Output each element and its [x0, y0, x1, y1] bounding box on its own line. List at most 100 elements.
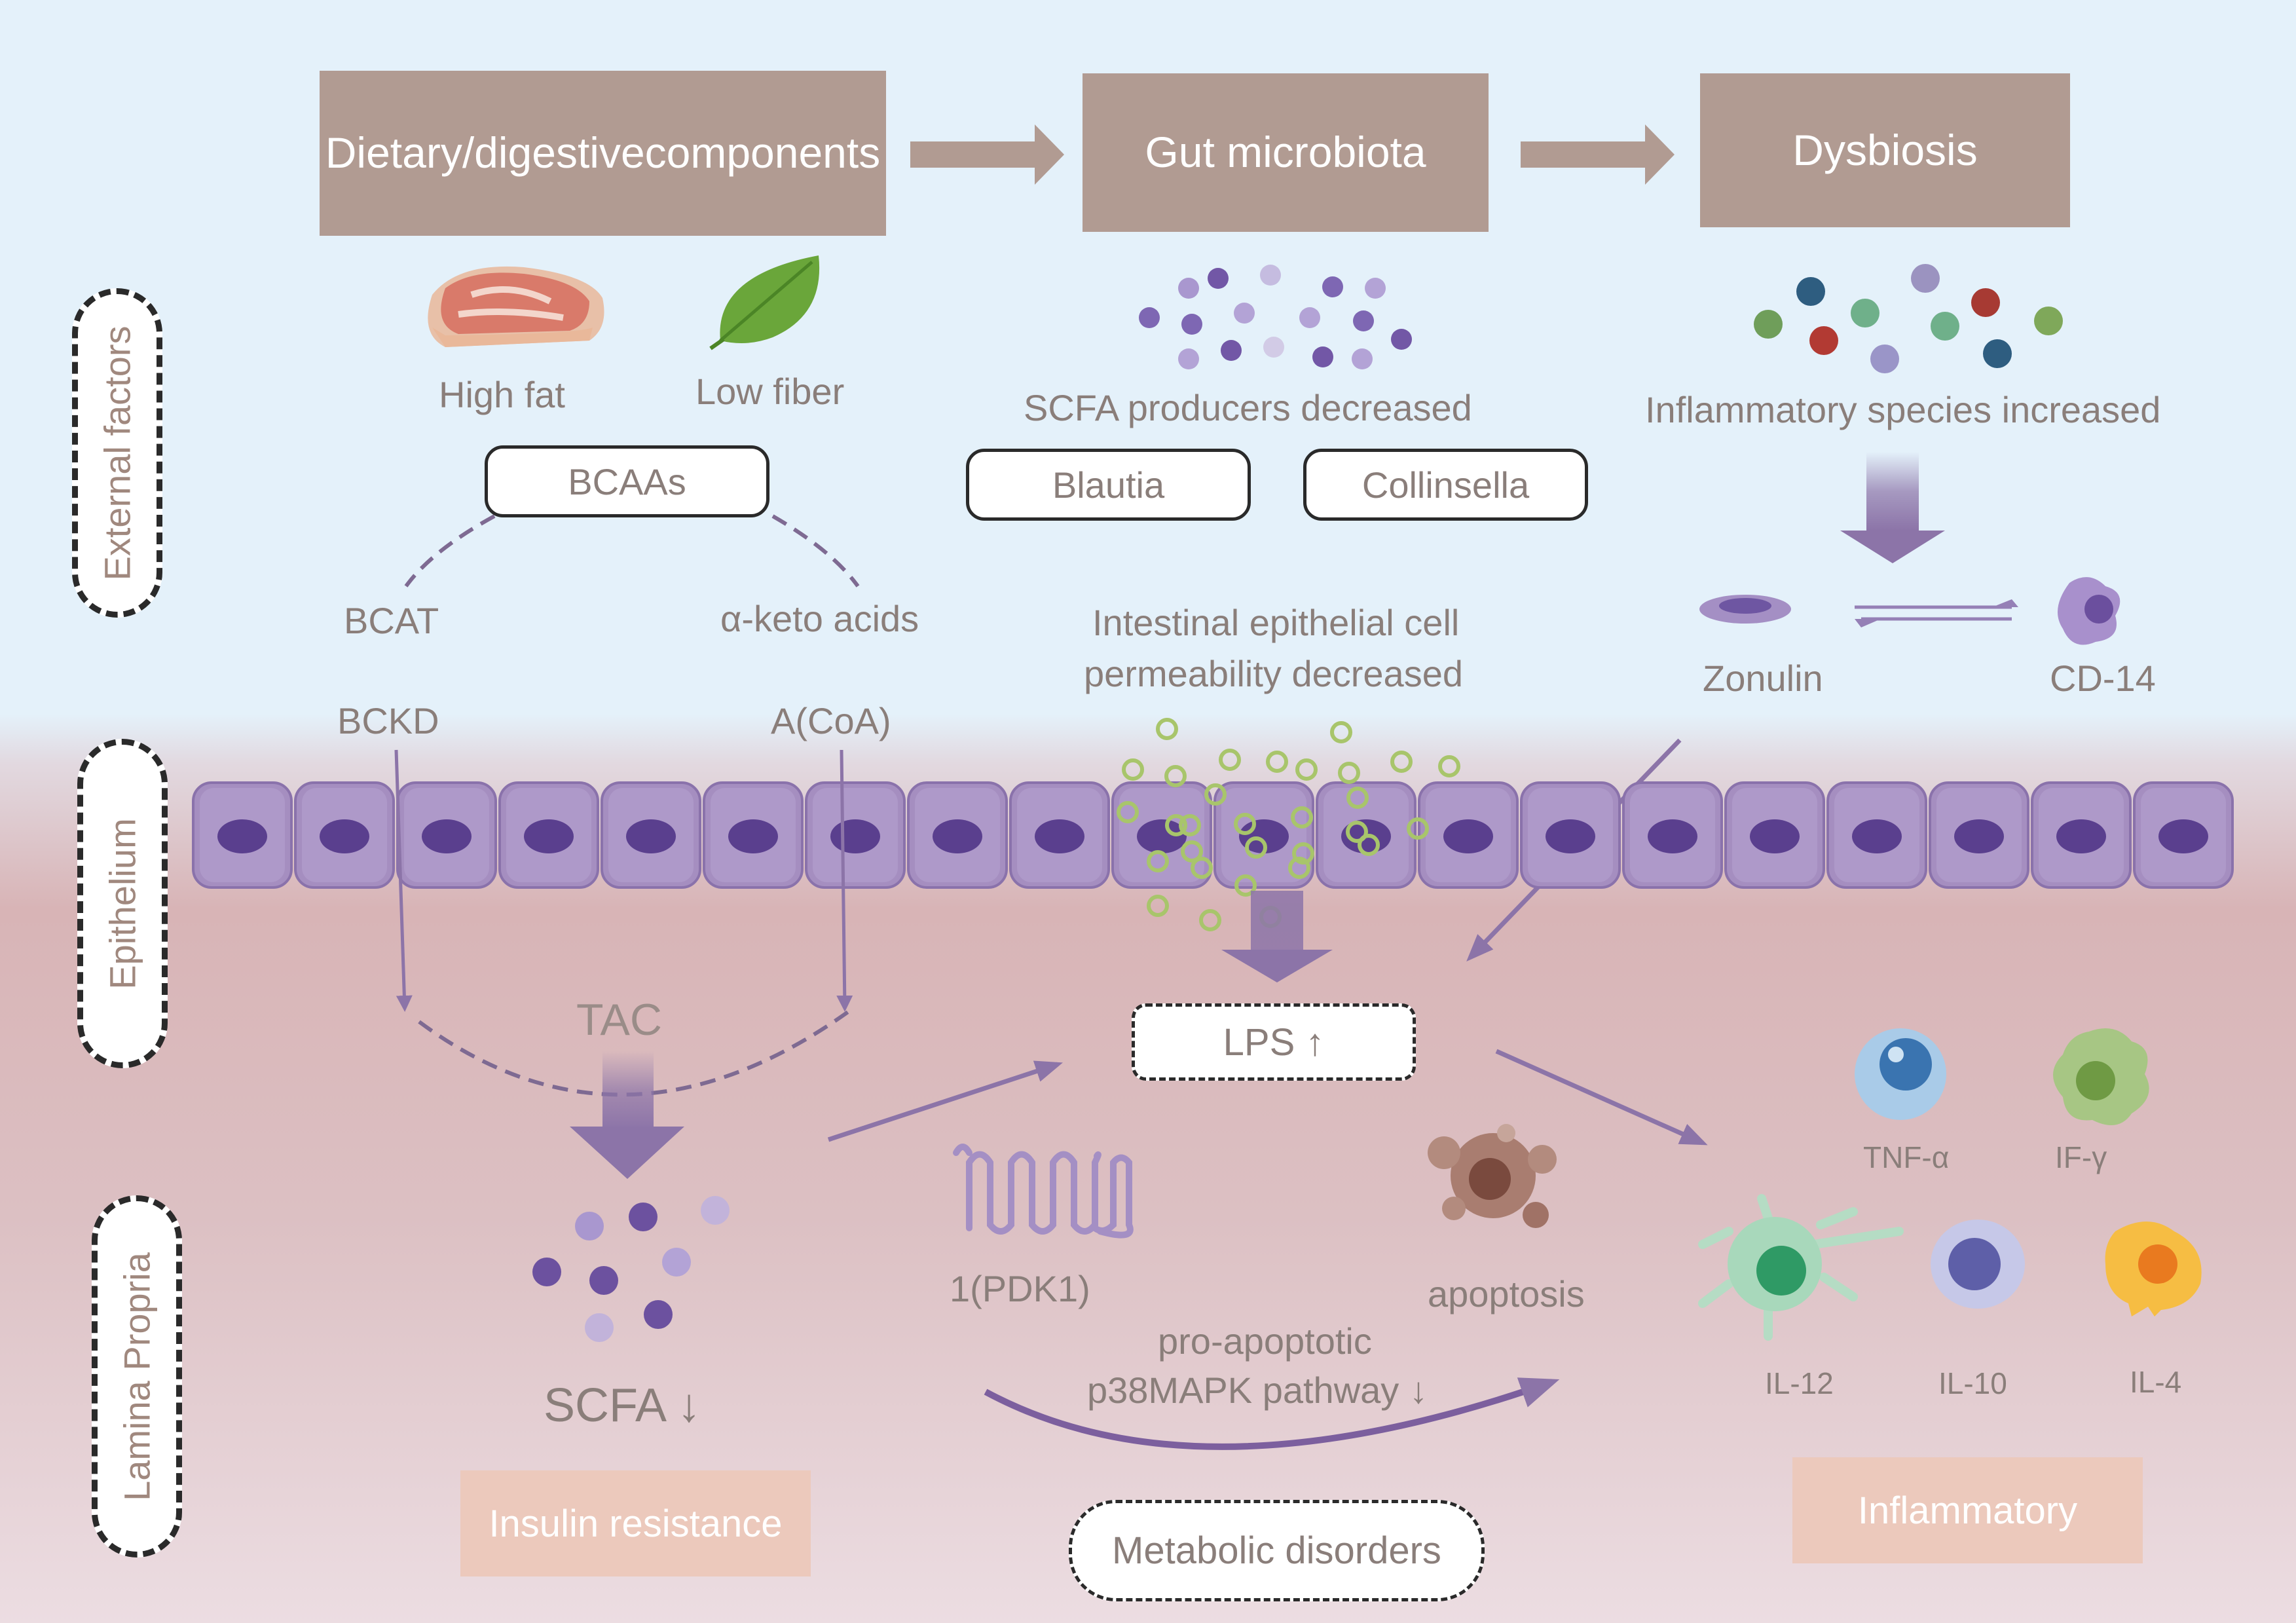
label-acoa: A(CoA) — [771, 700, 891, 741]
label-bckd: BCKD — [337, 700, 439, 741]
tnf-cell-icon — [1855, 1028, 1946, 1120]
pill-bcaas: BCAAs — [485, 445, 769, 517]
cell-nucleus — [728, 819, 778, 853]
label-p38-line2: p38MAPK pathway ↓ — [1087, 1370, 1428, 1411]
permeability-ring — [1179, 814, 1201, 836]
permeability-ring — [1234, 874, 1257, 897]
layer-label-external: External factors — [72, 288, 162, 618]
header-dysbiosis: Dysbiosis — [1700, 73, 2070, 227]
label-pdk1: 1(PDK1) — [950, 1268, 1090, 1309]
cell-nucleus — [1546, 819, 1595, 853]
pill-lps: LPS ↑ — [1132, 1003, 1416, 1081]
scfa-to-lps-arrow — [827, 1060, 1063, 1142]
epithelium-to-lps-arrow — [1221, 891, 1333, 982]
ifg-cell-icon — [2053, 1028, 2149, 1125]
label-zonulin: Zonulin — [1703, 658, 1823, 699]
cell-nucleus — [2158, 819, 2208, 853]
cell-nucleus — [2056, 819, 2106, 853]
permeability-ring — [1191, 857, 1213, 879]
header-dietary-line2: components — [644, 128, 881, 177]
scfa-dots — [532, 1196, 730, 1342]
cell-nucleus — [933, 819, 982, 853]
zonulin-icon — [1699, 595, 1791, 624]
leaf-icon — [709, 255, 820, 350]
header-dietary-line1: Dietary/digestive — [325, 128, 645, 177]
label-ifg: IF-γ — [2055, 1140, 2107, 1174]
label-apoptosis: apoptosis — [1428, 1273, 1585, 1315]
permeability-ring — [1165, 814, 1187, 836]
bckd-arrow — [394, 749, 413, 1012]
label-low-fiber: Low fiber — [695, 371, 845, 412]
label-permeability-line2: permeability decreased — [1084, 653, 1463, 694]
cell-nucleus — [320, 819, 369, 853]
layer-label-lamina: Lamina Propria — [92, 1195, 182, 1558]
cell-nucleus — [1137, 819, 1187, 853]
permeability-ring — [1438, 755, 1460, 777]
label-keto-acids: α-keto acids — [720, 598, 919, 639]
cell-nucleus — [1648, 819, 1697, 853]
cell-nucleus — [1035, 819, 1084, 853]
permeability-ring — [1291, 806, 1313, 829]
flow-arrow-2 — [1521, 124, 1675, 185]
cd14-icon — [2058, 577, 2120, 645]
pill-metabolic-disorders: Metabolic disorders — [1069, 1500, 1485, 1601]
label-tac: TAC — [576, 995, 662, 1045]
cell-nucleus — [422, 819, 472, 853]
layer-label-lamina-text: Lamina Propria — [116, 1252, 158, 1501]
label-il10: IL-10 — [1938, 1366, 2007, 1400]
dysbiosis-down-arrow — [1840, 452, 1945, 563]
permeability-ring — [1219, 749, 1241, 771]
permeability-ring — [1288, 857, 1310, 879]
cell-nucleus — [1954, 819, 2004, 853]
label-bcat: BCAT — [344, 600, 439, 641]
permeability-ring — [1204, 783, 1227, 806]
layer-label-epithelium-text: Epithelium — [102, 817, 143, 990]
permeability-ring — [1390, 751, 1413, 773]
permeability-ring — [1330, 721, 1352, 743]
cell-nucleus — [1443, 819, 1493, 853]
label-inflammatory-species: Inflammatory species increased — [1645, 389, 2161, 430]
label-high-fat: High fat — [439, 374, 565, 415]
layer-label-epithelium: Epithelium — [77, 739, 168, 1068]
bcaa-dashed-arc — [404, 514, 860, 588]
apoptosis-icon — [1428, 1124, 1557, 1228]
reversible-arrows — [1855, 599, 2018, 627]
flow-arrow-1 — [910, 124, 1064, 185]
cell-nucleus — [217, 819, 267, 853]
permeability-rings — [1117, 718, 1460, 931]
permeability-ring — [1199, 909, 1221, 931]
permeability-ring — [1346, 787, 1369, 809]
permeability-ring — [1346, 821, 1368, 843]
label-permeability-line1: Intestinal epithelial cell — [1092, 602, 1460, 643]
permeability-ring — [1122, 758, 1144, 781]
label-il12: IL-12 — [1765, 1366, 1834, 1400]
outcome-inflammatory: Inflammatory — [1792, 1457, 2143, 1563]
permeability-ring — [1407, 817, 1429, 840]
label-il4: IL-4 — [2130, 1365, 2182, 1399]
inflammatory-species-dots — [1754, 264, 2063, 373]
header-microbiota: Gut microbiota — [1083, 73, 1489, 232]
permeability-ring — [1147, 850, 1169, 872]
label-scfa-producers: SCFA producers decreased — [1024, 387, 1472, 428]
lps-to-inflammation-arrow — [1495, 1049, 1708, 1146]
permeability-ring — [1147, 895, 1169, 917]
cell-nucleus — [1852, 819, 1902, 853]
layer-label-external-text: External factors — [96, 325, 138, 581]
cell-nucleus — [1750, 819, 1800, 853]
pdk1-receptor-icon — [953, 1144, 1134, 1239]
cell-nucleus — [830, 819, 880, 853]
permeability-ring — [1164, 765, 1187, 787]
p38-curved-arrow — [984, 1377, 1560, 1450]
tac-down-arrow — [570, 1051, 684, 1179]
outcome-insulin-resistance: Insulin resistance — [460, 1470, 811, 1576]
il10-cell-icon — [1931, 1220, 2025, 1309]
meat-icon — [428, 266, 604, 347]
permeability-ring — [1245, 836, 1267, 859]
label-cd14: CD-14 — [2050, 658, 2156, 699]
label-tnf: TNF-α — [1863, 1140, 1950, 1174]
acoa-arrow — [836, 749, 853, 1012]
label-scfa-decrease: SCFA ↓ — [544, 1379, 701, 1432]
